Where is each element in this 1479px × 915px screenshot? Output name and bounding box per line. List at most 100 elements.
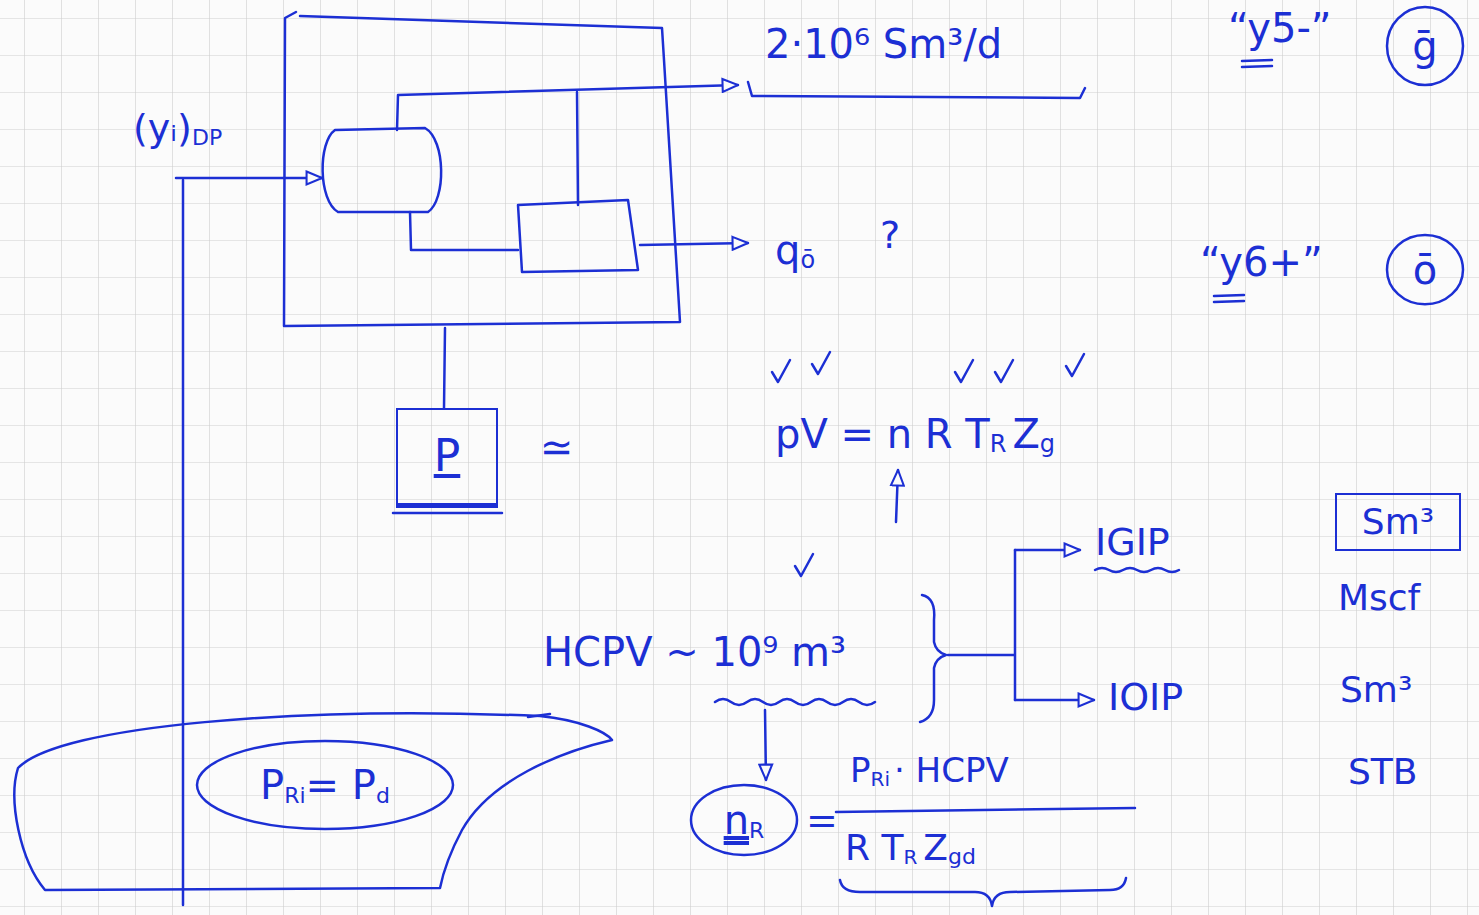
ellipse-outline	[1387, 235, 1463, 304]
stock-tank	[518, 200, 638, 272]
ellipse-outline	[197, 741, 453, 829]
check-mark	[795, 554, 813, 576]
subscript-text: R	[903, 845, 917, 869]
node-text-row: PRi= Pd	[260, 762, 390, 808]
result-label: IOIP	[1108, 677, 1183, 719]
pore-volume: HCPV ~ 10⁹ m³	[543, 630, 846, 674]
node-text: ō	[1413, 247, 1437, 293]
node-text: n	[724, 797, 749, 843]
node-text-row: ō	[1413, 247, 1437, 293]
node-text-row: ḡ	[1412, 23, 1437, 69]
igip-arrow	[1015, 549, 1080, 552]
check-mark	[1066, 354, 1084, 376]
subscript-text: Ri	[284, 783, 305, 808]
liquid-line	[410, 212, 518, 250]
unit-label: STB	[1348, 752, 1418, 792]
curly-brace	[920, 595, 946, 722]
label-text: Z	[1012, 411, 1039, 457]
squiggle-underline	[1095, 568, 1179, 572]
component-group: “y5-”	[1228, 6, 1332, 50]
label-text: (yᵢ)	[133, 106, 192, 150]
question-mark: ?	[880, 215, 900, 257]
down-arrow	[765, 710, 766, 780]
moles-circle: nR	[689, 783, 799, 857]
node-text-row: P	[434, 431, 461, 482]
node-text: Sm³	[1362, 501, 1434, 542]
label-text: IOIP	[1108, 675, 1183, 719]
pressure-ellipse: PRi= Pd	[195, 739, 455, 831]
squiggle-underline	[715, 699, 875, 705]
label-text: Mscf	[1338, 577, 1420, 618]
check-mark	[995, 360, 1013, 382]
pressure-box: P	[396, 408, 498, 508]
subscript-text: d	[376, 783, 390, 808]
ioip-arrow	[1015, 699, 1094, 702]
label-text: q	[775, 227, 800, 273]
gas-rate: 2·10⁶ Sm³/d	[765, 22, 1002, 66]
label-text: R T	[845, 827, 903, 868]
label-text: “y6+”	[1200, 239, 1323, 285]
node-text-row: Sm³	[1362, 501, 1434, 542]
unknown-arrow	[896, 470, 898, 522]
node-text: P	[260, 762, 284, 808]
fraction-numerator: PRi· HCPV	[850, 752, 1009, 790]
ellipse-outline	[691, 785, 797, 855]
plant-to-pressure-line	[444, 328, 445, 408]
component-group: “y6+”	[1200, 240, 1323, 284]
stream-composition: (yᵢ)DP	[133, 108, 222, 150]
subscript-text: DP	[192, 125, 222, 150]
subscript-text: R	[749, 818, 764, 843]
node-text: = P	[306, 762, 376, 808]
approx-sign: ≃	[540, 425, 574, 469]
label-text: ≃	[540, 424, 574, 470]
subscript-text: gd	[948, 844, 976, 869]
pressure-box-base	[393, 512, 502, 515]
circled-symbol: ō	[1385, 233, 1465, 306]
check-mark	[955, 360, 973, 382]
label-text: P	[850, 750, 871, 790]
oil-outlet-line	[640, 243, 748, 245]
label-text: · HCPV	[894, 750, 1009, 790]
well-line	[182, 180, 185, 905]
tank-vent-line	[577, 92, 578, 205]
double-underline	[1242, 60, 1272, 67]
plant-boundary	[284, 12, 680, 326]
under-brace	[840, 878, 1126, 906]
split-line	[948, 550, 1015, 700]
label-text: 2·10⁶ Sm³/d	[765, 21, 1002, 67]
label-text: HCPV ~ 10⁹ m³	[543, 629, 846, 675]
circled-symbol: ḡ	[1385, 5, 1465, 87]
subscript-text: ō	[800, 246, 815, 274]
ellipse-outline	[1387, 7, 1463, 85]
label-text: “y5-”	[1228, 5, 1332, 51]
separator-vessel	[323, 128, 442, 212]
reservoir-tick	[528, 714, 550, 717]
sketch-strokes	[14, 12, 1272, 906]
gas-outlet-line	[397, 85, 738, 130]
label-text: Sm³	[1340, 669, 1412, 710]
subscript-text: R	[990, 430, 1007, 458]
label-text: STB	[1348, 751, 1418, 792]
label-text: Z	[923, 827, 948, 868]
check-mark	[772, 360, 790, 382]
unit-label: Sm³	[1340, 670, 1412, 710]
subscript-text: Ri	[871, 767, 890, 791]
gas-law: pV = n R TRZg	[775, 412, 1055, 458]
label-text: =	[806, 798, 838, 842]
rate-bracket	[748, 82, 1085, 98]
label-text: IGIP	[1095, 520, 1170, 564]
well-stream-inlet	[176, 177, 322, 180]
node-text-row: nR	[724, 797, 765, 843]
reservoir-outline	[14, 713, 612, 890]
node-text: ḡ	[1412, 23, 1437, 69]
unit-box: Sm³	[1335, 493, 1461, 550]
fraction-bar	[836, 808, 1135, 812]
double-underline	[1214, 295, 1244, 302]
check-mark	[812, 352, 830, 374]
label-text: pV = n R T	[775, 411, 990, 457]
label-text: ?	[880, 213, 900, 257]
node-text: P	[434, 430, 461, 481]
equals-sign: =	[806, 800, 838, 842]
